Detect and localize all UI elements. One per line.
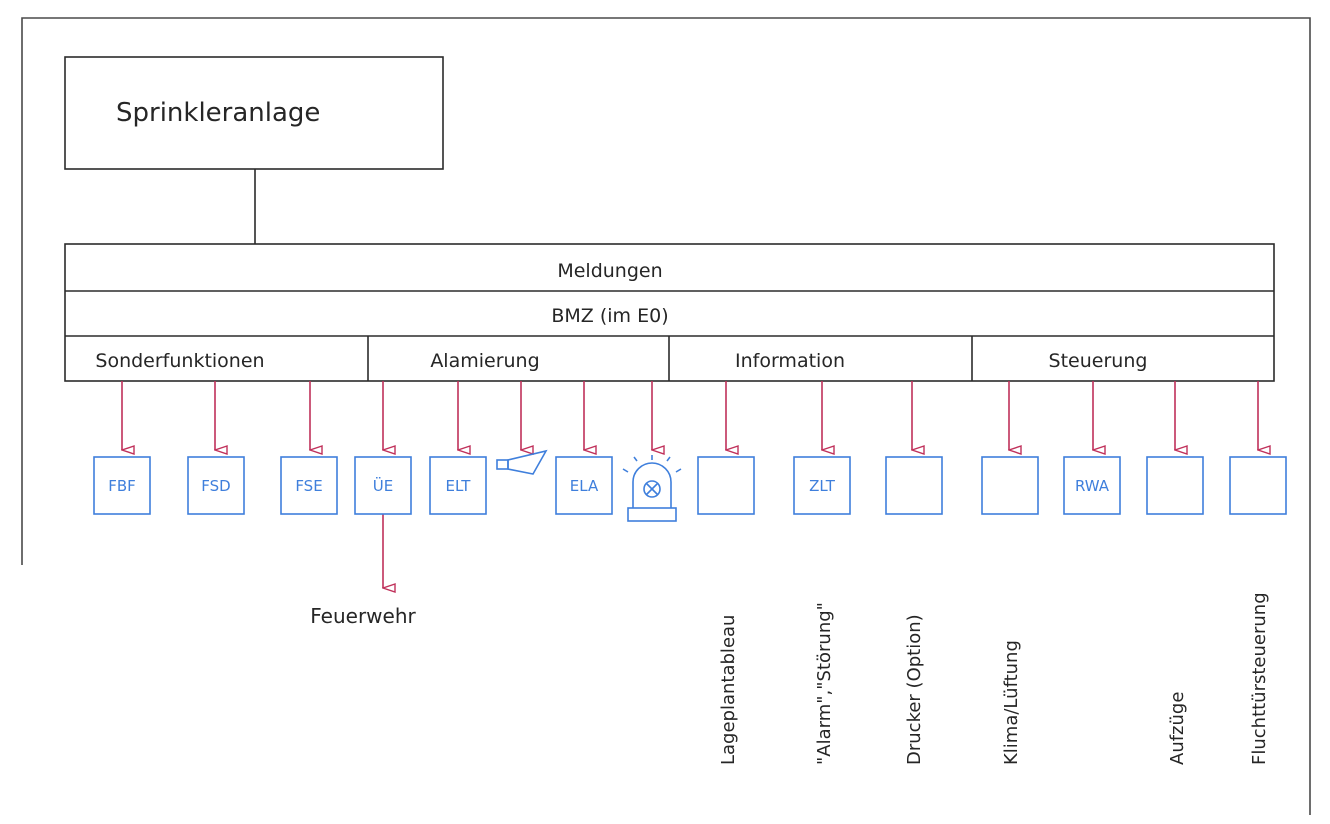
bmz-label: BMZ (im E0)	[551, 305, 668, 327]
device-fsd-label: FSD	[201, 477, 230, 495]
device-drucker	[885, 456, 943, 515]
vertical-labels: Lageplantableau "Alarm","Störung" Drucke…	[718, 592, 1270, 765]
device-fsd	[187, 456, 245, 515]
device-fbf	[93, 456, 151, 515]
feuerwehr-label: Feuerwehr	[310, 604, 416, 628]
device-ela-label: ELA	[570, 477, 599, 495]
device-fse	[280, 456, 338, 515]
section-steuerung: Steuerung	[1049, 350, 1148, 372]
device-aufzuege	[1146, 456, 1204, 515]
sprinkler-box	[64, 56, 444, 170]
vlabel-klima: Klima/Lüftung	[1001, 640, 1022, 765]
section-alamierung: Alamierung	[430, 350, 539, 372]
device-zlt-label: ZLT	[809, 477, 836, 495]
device-fluchttuer	[1229, 456, 1287, 515]
vlabel-aufzuege: Aufzüge	[1167, 692, 1188, 765]
device-rwa-label: RWA	[1075, 477, 1110, 495]
vlabel-drucker: Drucker (Option)	[904, 614, 925, 765]
section-information: Information	[735, 350, 845, 372]
device-fbf-label: FBF	[108, 477, 136, 495]
horn-icon	[496, 449, 548, 475]
vlabel-alarm-stoerung: "Alarm","Störung"	[814, 602, 835, 765]
device-lageplan	[697, 456, 755, 515]
device-rwa	[1063, 456, 1121, 515]
sprinkler-label: Sprinkleranlage	[116, 98, 320, 128]
vlabel-lageplantableau: Lageplantableau	[718, 615, 739, 765]
device-ue-label: ÜE	[373, 476, 393, 495]
beacon-icon	[622, 455, 682, 522]
device-ela	[555, 456, 613, 515]
device-zlt	[793, 456, 851, 515]
device-klima	[981, 456, 1039, 515]
device-ue	[354, 456, 412, 515]
vlabel-fluchttuer: Fluchttürsteuerung	[1249, 592, 1270, 765]
device-elt-label: ELT	[446, 477, 472, 495]
meldungen-label: Meldungen	[557, 260, 662, 282]
outer-frame	[21, 17, 1311, 815]
signal-arrows	[122, 381, 1258, 588]
device-elt	[429, 456, 487, 515]
devices: FBF FSD FSE ÜE ELT ELA	[93, 449, 1287, 522]
device-fse-label: FSE	[295, 477, 322, 495]
section-sonderfunktionen: Sonderfunktionen	[95, 350, 264, 372]
